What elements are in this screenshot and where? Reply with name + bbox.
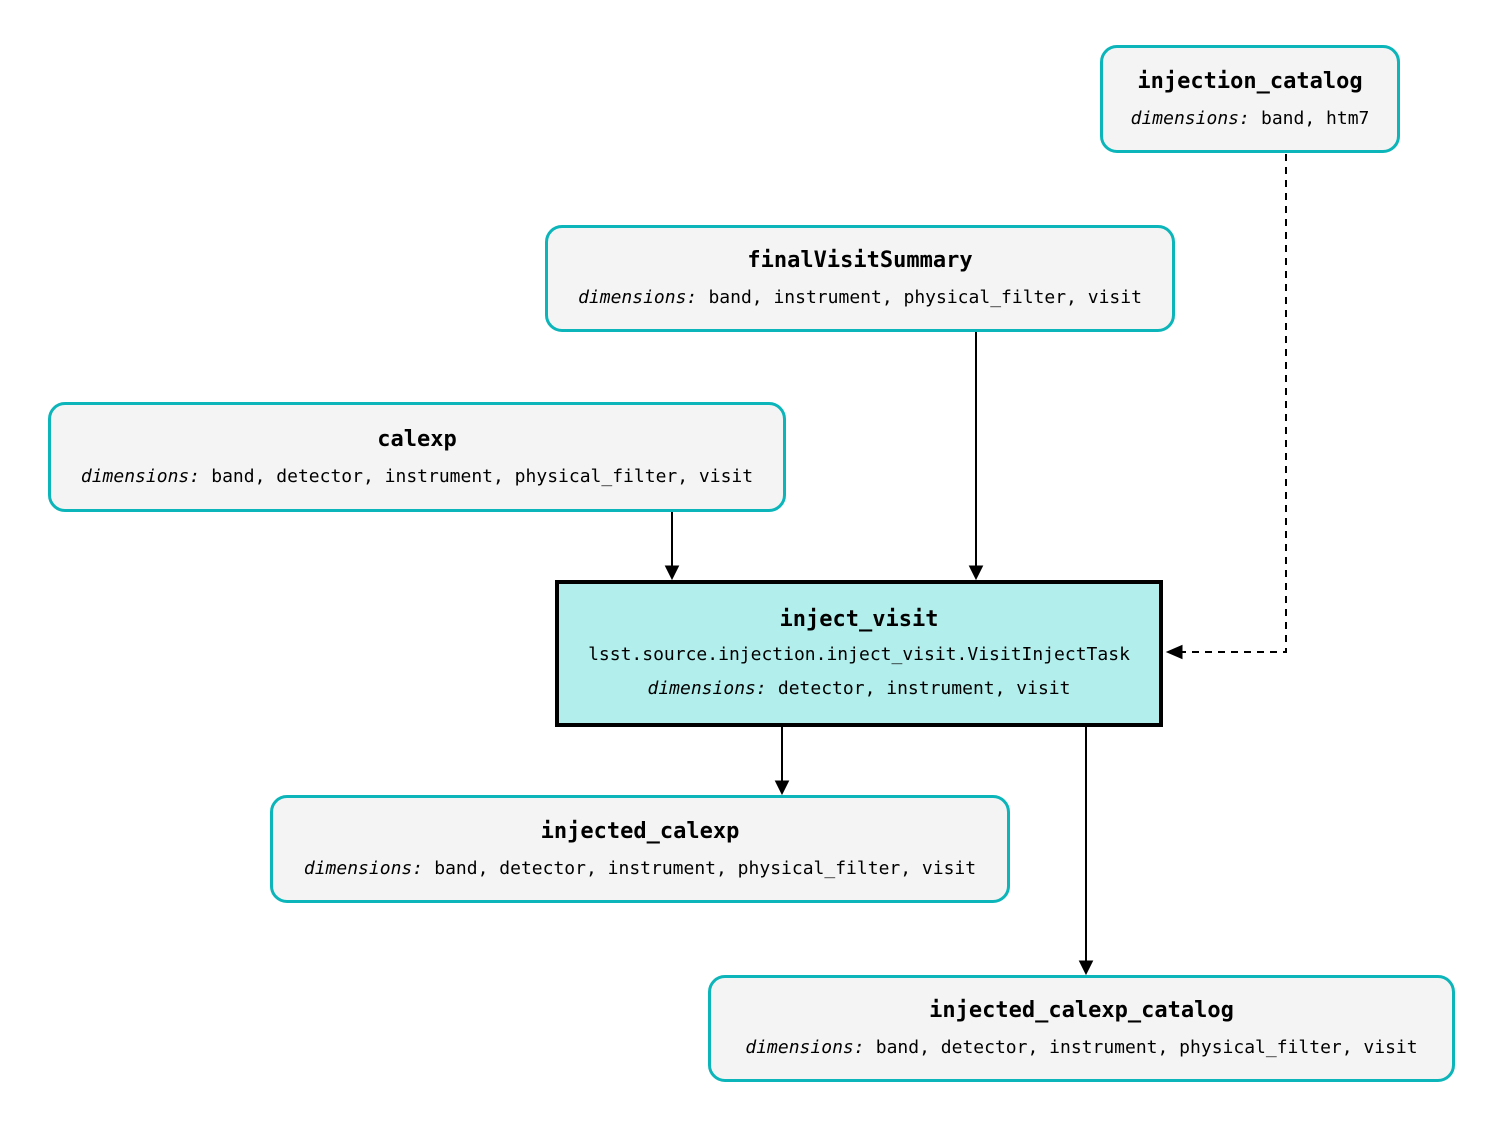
node-title: injected_calexp_catalog xyxy=(929,998,1234,1023)
node-title: finalVisitSummary xyxy=(747,248,973,273)
node-title: injection_catalog xyxy=(1137,68,1363,94)
node-dimensions: dimensions: band, detector, instrument, p… xyxy=(80,465,754,487)
dimensions-value: band, detector, instrument, physical_fil… xyxy=(434,857,977,879)
node-finalvisitsummary: finalVisitSummary dimensions: band, instr… xyxy=(545,225,1175,332)
node-title: injected_calexp xyxy=(540,818,740,844)
task-class: lsst.source.injection.inject_visit.Visit… xyxy=(588,644,1130,666)
node-injected-calexp-catalog: injected_calexp_catalog dimensions: band,… xyxy=(708,975,1455,1082)
node-title: inject_visit xyxy=(779,607,939,633)
edge-calexp-to-inject-visit xyxy=(664,512,680,581)
node-title: calexp xyxy=(377,426,457,452)
node-dimensions: dimensions: band, htm7 xyxy=(1130,107,1370,129)
node-dimensions: dimensions: detector, instrument, visit xyxy=(647,678,1071,700)
dimensions-label: dimensions: xyxy=(303,857,424,879)
node-dimensions: dimensions: band, detector, instrument, p… xyxy=(745,1037,1418,1059)
dimensions-value: band, detector, instrument, physical_fil… xyxy=(875,1037,1418,1059)
node-dimensions: dimensions: band, instrument, physical_fi… xyxy=(578,287,1142,309)
edge-inject-visit-to-injected-calexp-catalog xyxy=(1078,727,1094,976)
dimensions-label: dimensions: xyxy=(745,1037,865,1059)
node-inject-visit-task: inject_visit lsst.source.injection.injec… xyxy=(555,580,1163,727)
dimensions-label: dimensions: xyxy=(80,465,201,487)
edge-injection-catalog-to-inject-visit xyxy=(1165,154,1287,660)
edge-inject-visit-to-injected-calexp xyxy=(774,727,790,796)
node-injection-catalog: injection_catalog dimensions: band, htm7 xyxy=(1100,45,1400,153)
dimensions-label: dimensions: xyxy=(647,678,767,700)
dimensions-value: band, htm7 xyxy=(1261,107,1370,129)
dimensions-label: dimensions: xyxy=(1130,107,1250,129)
edge-finalvisitsummary-to-inject-visit xyxy=(968,332,984,581)
dimensions-value: band, instrument, physical_filter, visit xyxy=(708,287,1142,309)
dimensions-value: band, detector, instrument, physical_fil… xyxy=(211,465,754,487)
node-calexp: calexp dimensions: band, detector, instru… xyxy=(48,402,786,512)
dimensions-label: dimensions: xyxy=(578,287,698,309)
dimensions-value: detector, instrument, visit xyxy=(777,678,1071,700)
node-dimensions: dimensions: band, detector, instrument, p… xyxy=(303,857,977,879)
node-injected-calexp: injected_calexp dimensions: band, detecto… xyxy=(270,795,1010,903)
